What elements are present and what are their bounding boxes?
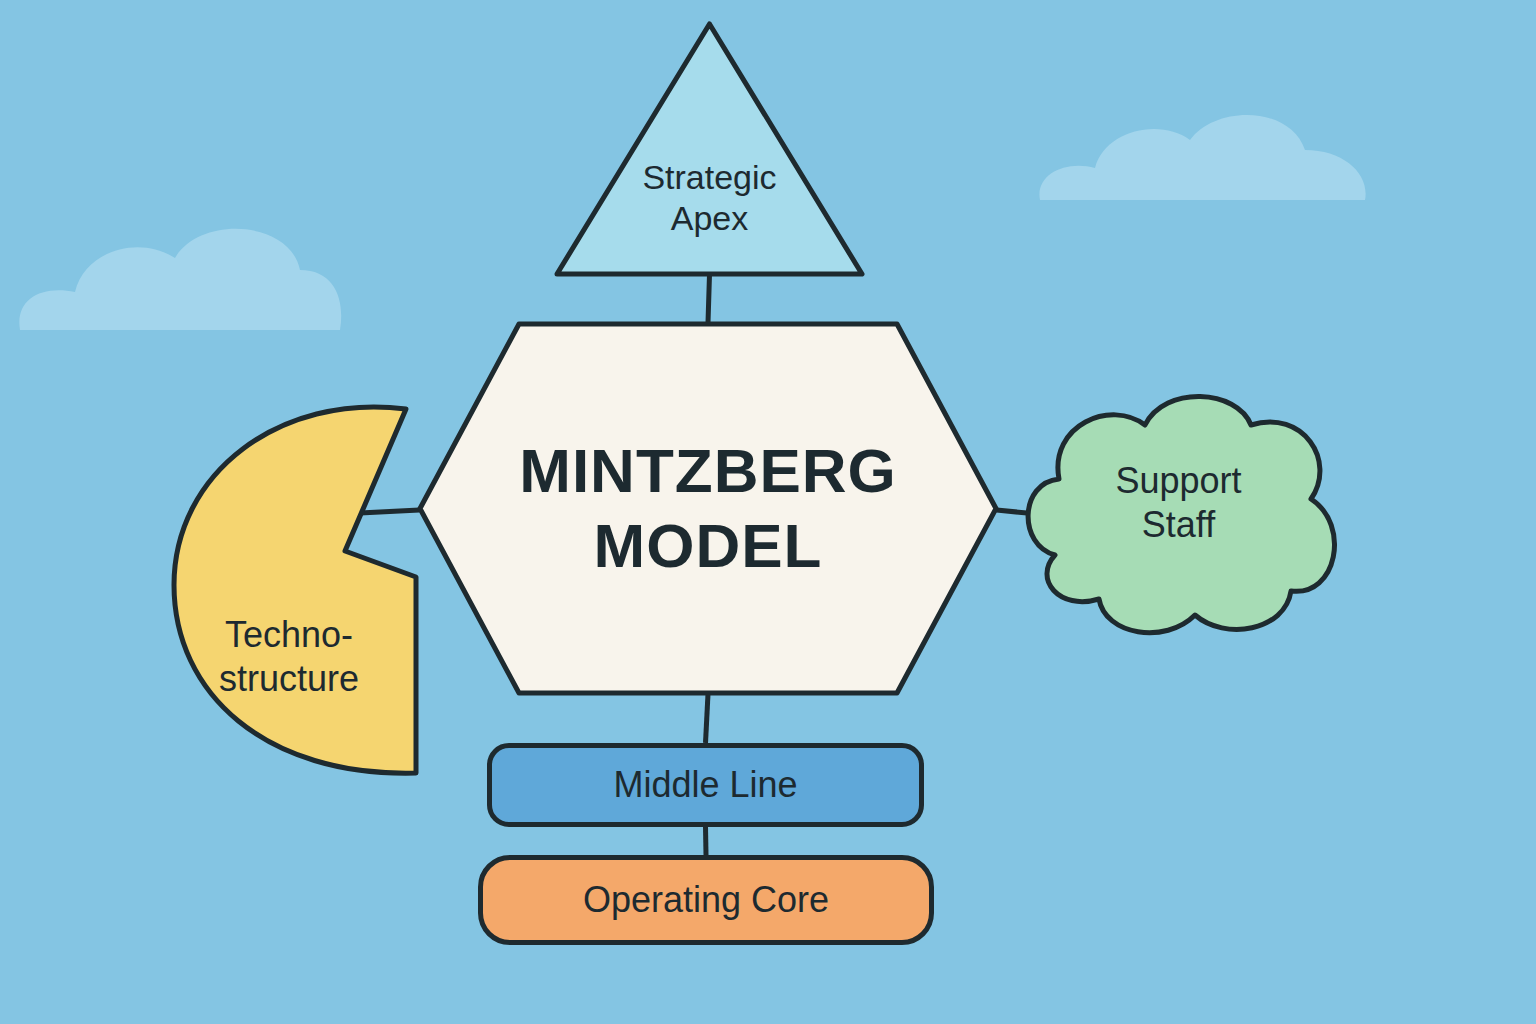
triangle-path <box>557 24 862 274</box>
node-label: Operating Core <box>583 878 829 921</box>
technostructure-shape: Techno- structure <box>170 393 420 780</box>
node-label: Techno- structure <box>194 613 384 699</box>
operating-core-bar: Operating Core <box>478 855 934 945</box>
node-label: Middle Line <box>613 763 797 806</box>
connector-line <box>708 274 710 323</box>
connector-line <box>703 827 709 855</box>
middle-line-bar: Middle Line <box>487 743 924 827</box>
strategic-apex-triangle: Strategic Apex <box>553 20 866 278</box>
pacman-path <box>174 407 416 773</box>
diagram-title-text: MINTZBERG MODEL <box>506 434 910 583</box>
connector-line <box>360 510 420 513</box>
node-label: Support Staff <box>1079 459 1279 545</box>
hexagon-outline <box>416 320 1000 697</box>
hexagon-path <box>420 324 996 693</box>
node-label: Strategic Apex <box>610 157 810 239</box>
support-staff-cloud: Support Staff <box>1013 383 1344 642</box>
connector-line <box>706 694 709 743</box>
cloud-path <box>1028 396 1334 632</box>
pacman-outline <box>170 393 420 780</box>
central-hexagon: MINTZBERG MODEL <box>416 320 1000 697</box>
triangle-outline <box>553 20 866 278</box>
